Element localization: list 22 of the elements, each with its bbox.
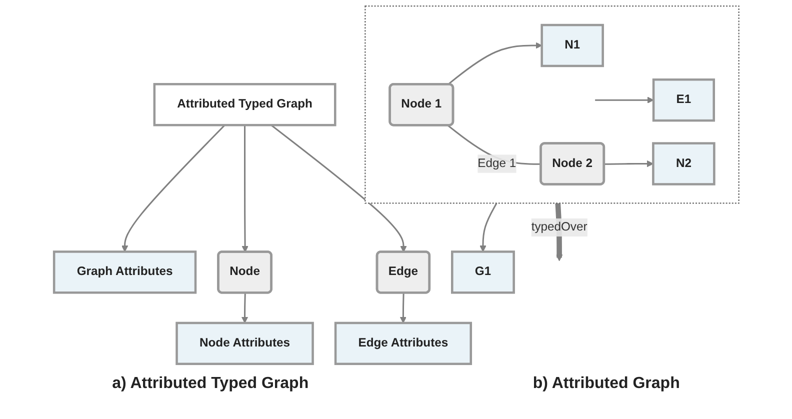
node-box: Node Attributes <box>175 322 314 366</box>
arrow <box>604 160 654 168</box>
caption: a) Attributed Typed Graph <box>112 375 309 393</box>
node-box: Edge Attributes <box>334 322 472 366</box>
node-box: E1 <box>652 78 715 122</box>
edge-label: typedOver <box>530 220 587 234</box>
node-box: N1 <box>540 24 604 68</box>
edge-label: Edge 1 <box>477 156 516 170</box>
arrow <box>121 124 225 252</box>
node-box: G1 <box>450 250 514 294</box>
caption: b) Attributed Graph <box>532 375 680 393</box>
arrow <box>594 96 654 104</box>
cluster <box>364 6 739 204</box>
node-box: Graph Attributes <box>52 250 196 294</box>
arrow <box>446 42 542 86</box>
arrow <box>240 293 248 324</box>
arrow <box>241 125 248 252</box>
arrow <box>399 293 406 324</box>
arrow <box>479 202 497 252</box>
node-box: Attributed Typed Graph <box>152 83 336 126</box>
arrow <box>270 124 406 252</box>
node-box: N2 <box>652 142 715 186</box>
